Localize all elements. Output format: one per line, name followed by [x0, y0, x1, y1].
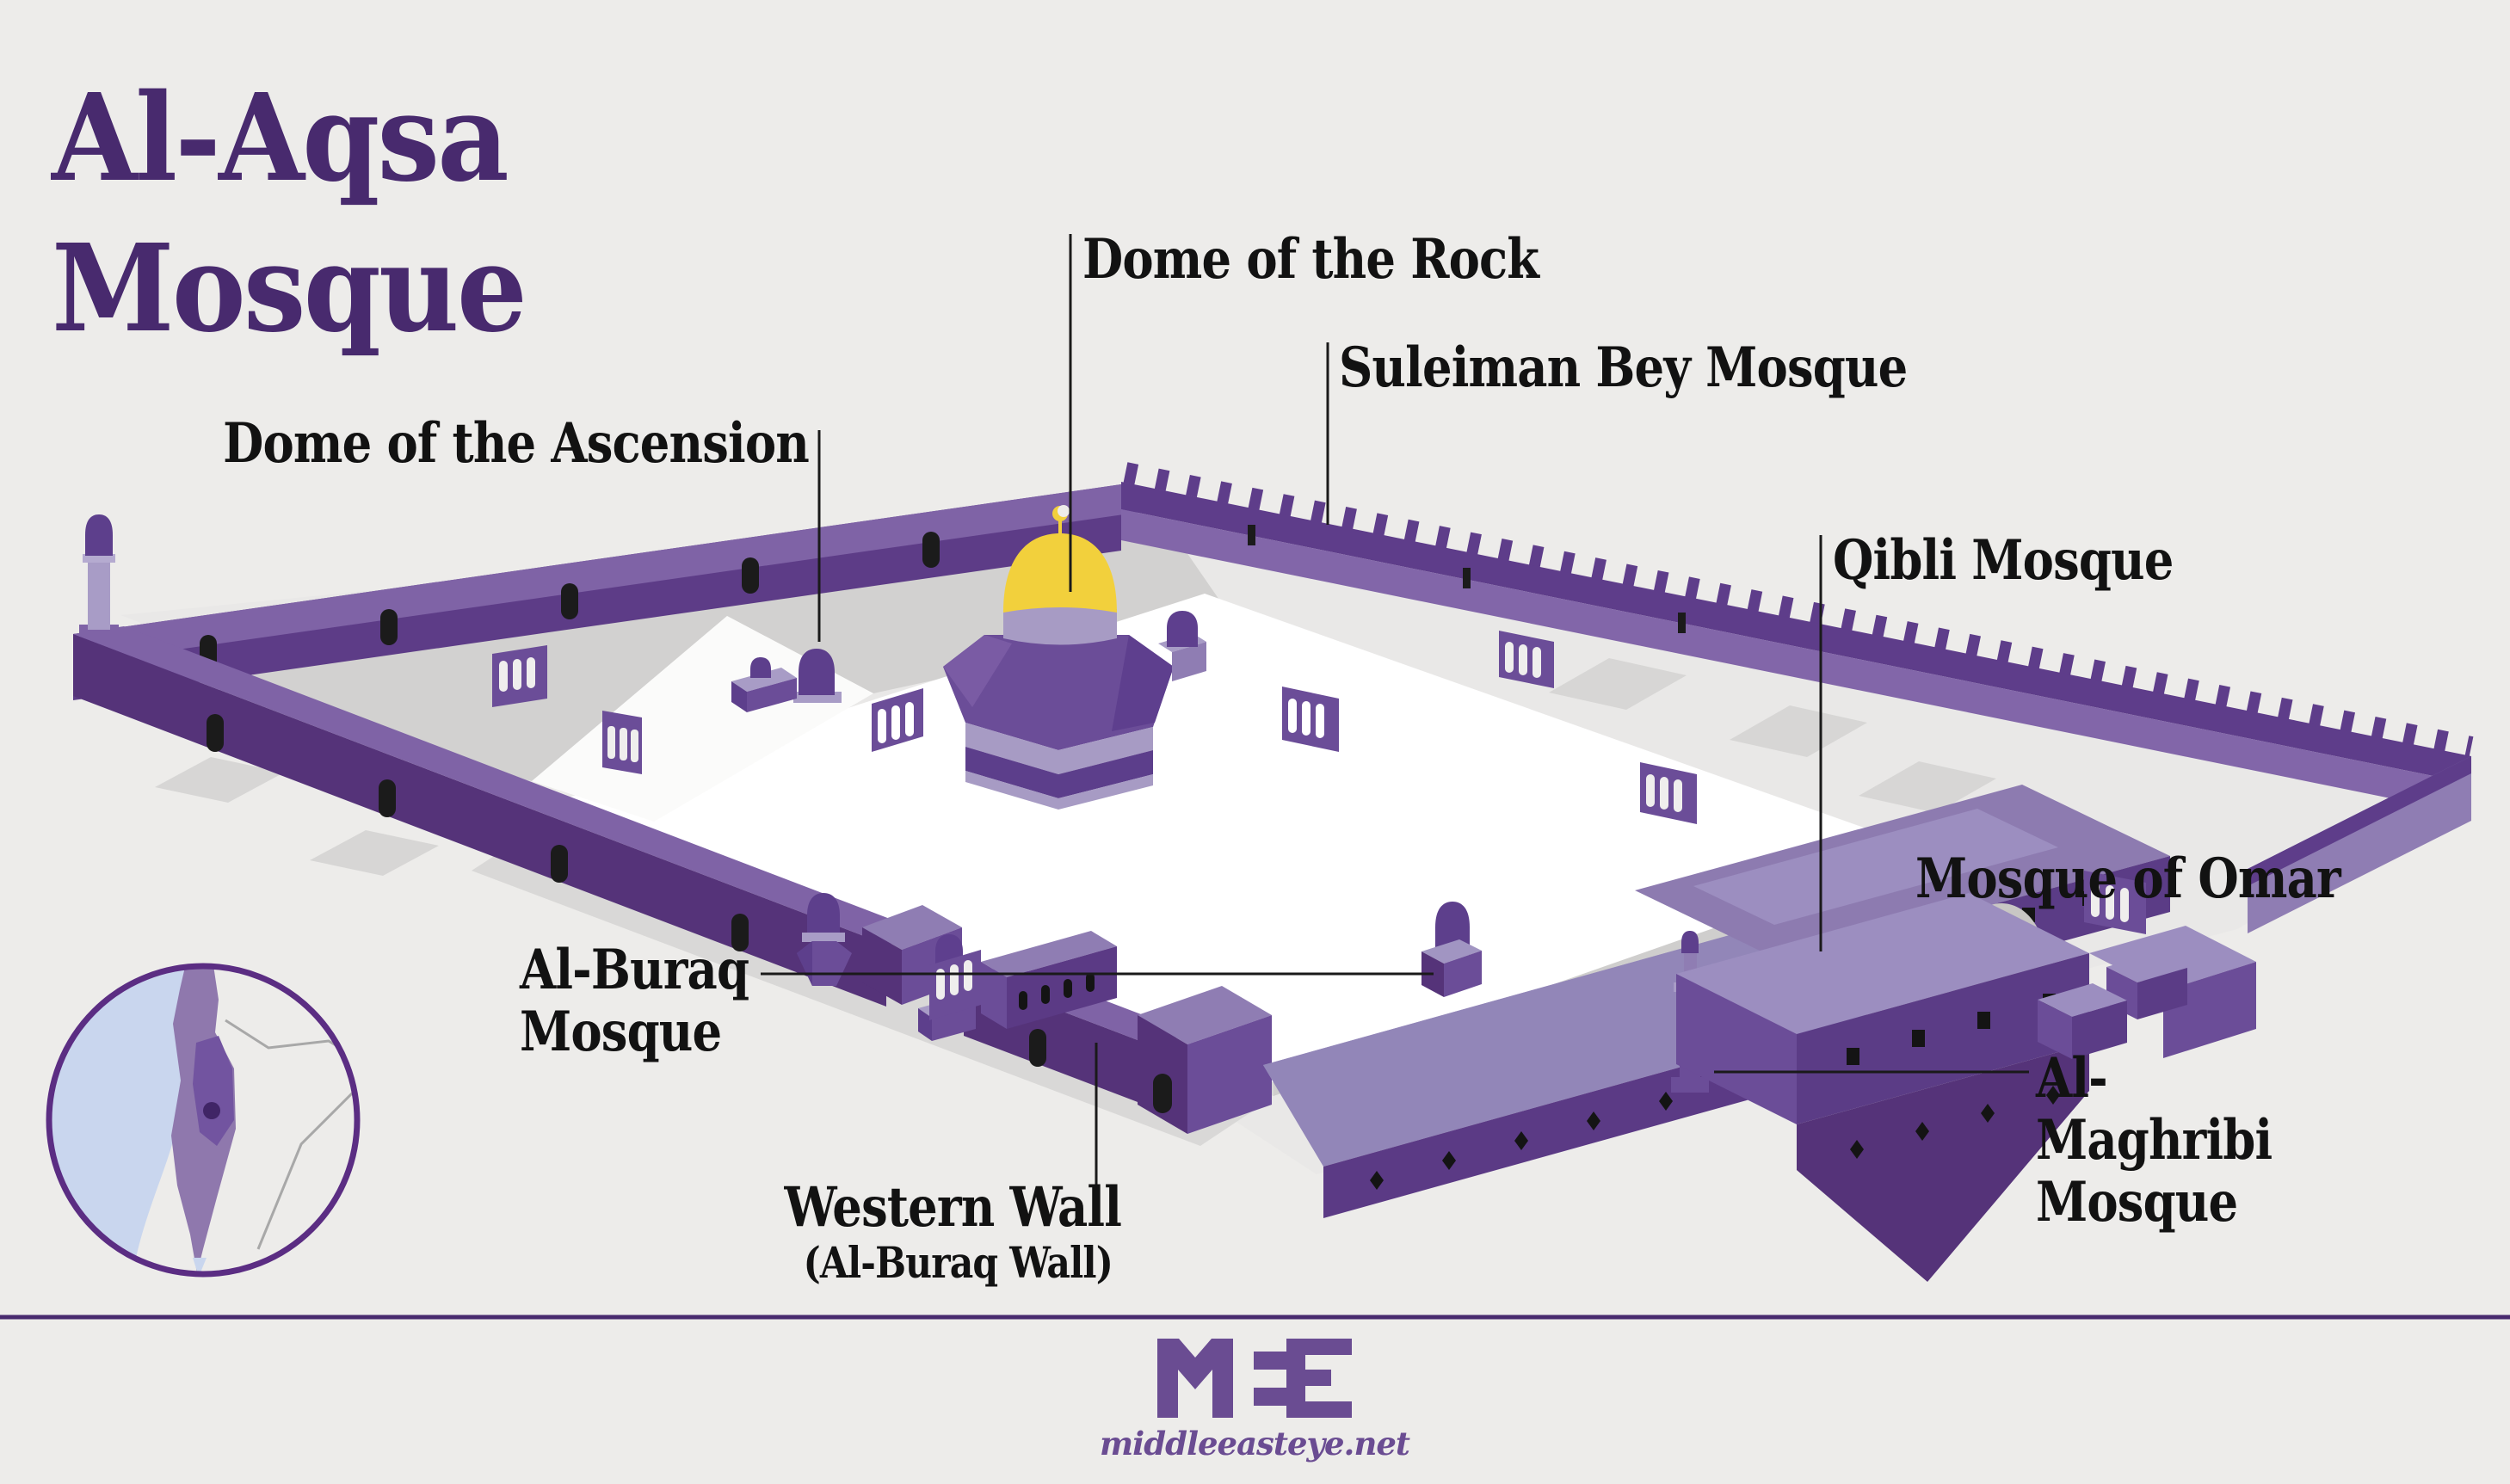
platform-annex-building: [929, 931, 1117, 1029]
gate-tower-large: [1138, 986, 1272, 1134]
qibli-outbuildings: [2038, 952, 2187, 1059]
al-buraq-mosque-structure: [1422, 902, 1482, 997]
kiosk-small-west: [731, 657, 797, 712]
label-western-wall: Western Wall (Al-Buraq Wall): [784, 1175, 1122, 1288]
southeast-wall: [2248, 756, 2471, 933]
label-dome-of-the-ascension: Dome of the Ascension: [223, 411, 810, 476]
label-mosque-of-omar: Mosque of Omar: [1915, 847, 2341, 911]
southwest-wall-gates: [207, 714, 1046, 1067]
crenellated-northeast-wall: [1121, 462, 2474, 815]
jerusalem-marker-dot: [203, 1102, 220, 1119]
website-url: middleeasteye.net: [1100, 1425, 1410, 1462]
label-western-wall-sub: (Al-Buraq Wall): [803, 1237, 1113, 1288]
title-line-1: Al-Aqsa: [52, 68, 509, 209]
label-dome-of-the-rock: Dome of the Rock: [1082, 227, 1539, 292]
leader-lines: [761, 234, 2029, 1208]
west-corner-minaret: [79, 514, 119, 637]
west-bank-region: [193, 1036, 234, 1146]
northeast-wall-slits: [1248, 525, 1686, 633]
dome-of-the-rock-structure: [943, 505, 1206, 810]
label-al-maghribi-mosque: Al-Maghribi Mosque: [2036, 1046, 2273, 1235]
label-qibli-mosque: Qibli Mosque: [1833, 528, 2174, 593]
crescent-finial: [1052, 505, 1070, 535]
dome-of-the-chain: [1158, 611, 1206, 681]
inner-gray-terrace: [138, 516, 1230, 781]
label-suleiman-bey-mosque: Suleiman Bey Mosque: [1339, 336, 1908, 400]
label-al-buraq-mosque: Al-Buraq Mosque: [520, 938, 749, 1064]
dome-of-the-ascension-structure: [793, 649, 842, 703]
northwest-wall: [73, 484, 1166, 700]
arcade-colonnades: [492, 631, 2146, 934]
qibli-mosque-complex: [1635, 785, 2256, 1282]
title-line-2: Mosque: [52, 219, 527, 360]
label-western-wall-main: Western Wall: [784, 1175, 1122, 1240]
mee-logo: [1157, 1339, 1352, 1418]
map-inset: [46, 963, 361, 1278]
golden-dome: [1003, 533, 1117, 613]
